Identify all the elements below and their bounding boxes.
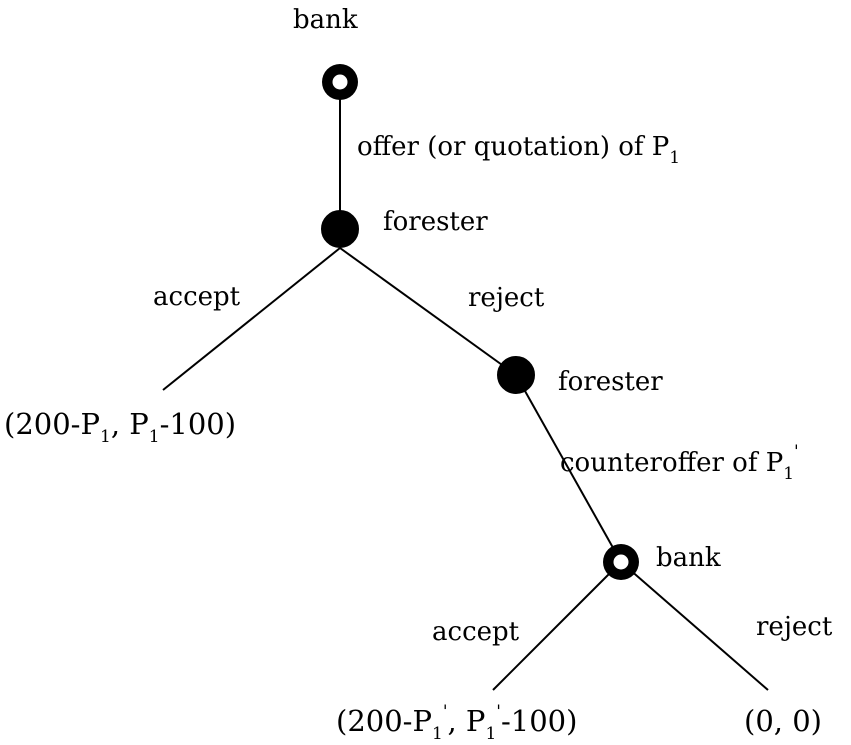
node-forester-2 xyxy=(497,356,535,394)
edge-accept-1 xyxy=(162,247,341,391)
node-root-bank xyxy=(322,64,358,100)
player-label-forester-1: forester xyxy=(383,207,488,237)
player-label-bank-2: bank xyxy=(656,543,721,573)
edge-label-reject-1: reject xyxy=(468,283,545,313)
edge-label-reject-2: reject xyxy=(756,612,833,642)
edge-reject-1 xyxy=(339,247,517,376)
edge-label-accept-2: accept xyxy=(432,617,520,647)
node-bank-2 xyxy=(603,544,639,580)
payoff-reject-all: (0, 0) xyxy=(744,704,822,738)
node-forester-1 xyxy=(321,210,359,248)
edge-label-counteroffer: counteroffer of P1' xyxy=(560,442,799,484)
edge-label-accept-1: accept xyxy=(153,282,241,312)
edge-reject-2 xyxy=(620,561,769,691)
player-label-bank-root: bank xyxy=(293,5,358,35)
player-label-forester-2: forester xyxy=(558,367,663,397)
payoff-accept-counteroffer: (200-P1', P1'-100) xyxy=(336,702,577,744)
edge-counteroffer xyxy=(515,374,622,563)
edge-label-offer: offer (or quotation) of P1 xyxy=(357,132,680,168)
edge-accept-2 xyxy=(492,561,622,691)
payoff-accept-first-offer: (200-P1, P1-100) xyxy=(4,407,236,447)
